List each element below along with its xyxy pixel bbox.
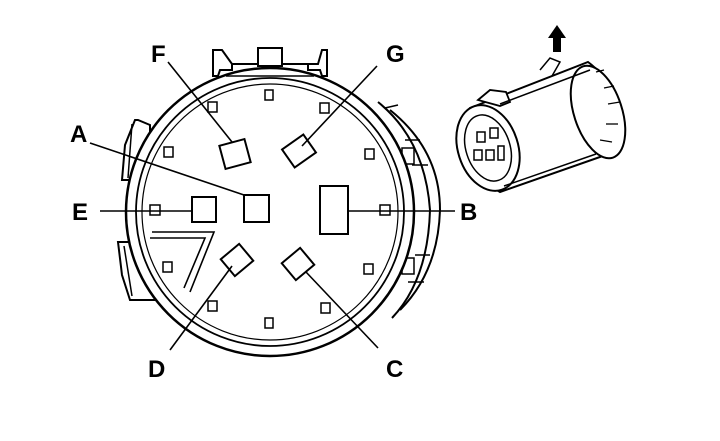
top-latch-tab (212, 47, 328, 77)
right-ribs (377, 101, 442, 319)
pin-d-cavity (219, 242, 255, 278)
pin-label-a: A (70, 121, 87, 148)
pin-g-cavity (280, 133, 318, 169)
pin-label-d: D (148, 356, 165, 383)
pin-a-cavity (243, 194, 270, 223)
connector-3d-thumbnail (455, 57, 627, 194)
pin-cavities (191, 133, 349, 282)
pin-label-e: E (72, 199, 88, 226)
connector-face-view: A E F G B D C (70, 41, 477, 383)
pin-c-cavity (280, 246, 316, 282)
pin-label-f: F (151, 41, 166, 68)
pin-f-cavity (218, 137, 252, 171)
leader-lines (89, 61, 455, 351)
pin-label-g: G (386, 41, 405, 68)
pin-label-c: C (386, 356, 403, 383)
up-arrow-icon (548, 25, 566, 52)
pin-e-cavity (191, 196, 217, 223)
pin-label-b: B (460, 199, 477, 226)
pin-b-cavity (319, 185, 349, 235)
ring-notches (149, 89, 391, 329)
